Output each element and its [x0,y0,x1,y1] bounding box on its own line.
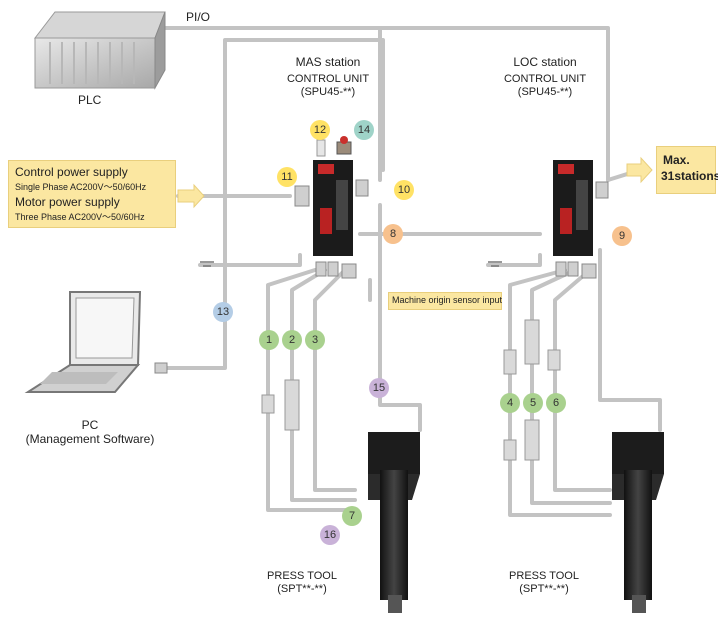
pc-label-line1: PC [81,418,99,432]
control-power-sub: Single Phase AC200V～50/60Hz [15,182,147,192]
max-label-line1: Max. [663,153,690,167]
loc-out-connector [595,181,609,199]
mas-control-unit-label: CONTROL UNIT [286,73,370,85]
plc-unit [33,11,166,90]
origin-sensor-callout: Machine origin sensor input [388,292,502,310]
mas-connector-c [341,263,357,279]
inline-connector-4 [503,349,517,375]
press-tool-1-title: PRESS TOOL [267,570,337,582]
badge-14: 14 [354,120,374,140]
press-tool-1-model: (SPT**-**) [277,583,327,595]
badge-7: 7 [342,506,362,526]
motor-power-sub: Three Phase AC200V～50/60Hz [15,212,145,222]
loc-model-label: (SPU45-**) [517,86,573,98]
pio-cable [158,26,610,182]
badge-12: 12 [310,120,330,140]
control-power-title: Control power supply [15,165,128,179]
sensor-cable [378,203,422,432]
mas-cable-3 [313,268,357,492]
mas-station-title: MAS station [295,55,361,69]
loc-connector-a [555,261,567,277]
press-tool-2 [612,432,664,613]
loc-sensor-cable [598,248,662,432]
inline-connector-2 [284,379,300,431]
arrows [177,156,653,209]
inline-connector-5b [524,419,540,461]
ground-symbols [200,261,502,267]
inline-connector-4b [503,439,517,461]
mas-cable-1 [266,268,357,512]
badge-16: 16 [320,525,340,545]
badge-2: 2 [282,330,302,350]
loc-station-header: LOC station CONTROL UNIT (SPU45-**) [485,55,605,99]
press-tool-2-title: PRESS TOOL [509,570,579,582]
mas-cable-2 [290,268,357,502]
plc-label: PLC [78,93,102,107]
mas-ground-wire [198,253,302,267]
pio-label: PI/O [186,10,211,24]
inline-connector-5 [524,319,540,365]
fuse-item [316,139,326,157]
mas-station-header: MAS station CONTROL UNIT (SPU45-**) [268,55,388,99]
origin-sensor-label: Machine origin sensor input [392,295,503,305]
badge-15: 15 [369,378,389,398]
mas-connector-a [315,261,327,277]
max-arrow [626,156,653,184]
loc-cable-1 [508,268,612,517]
mas-pio-connector [355,179,369,197]
press-tool-2-model: (SPT**-**) [519,583,569,595]
power-arrow [177,183,205,209]
press-tool-2-label: PRESS TOOL (SPT**-**) [494,570,594,596]
max-stations-callout: Max. 31stations [656,146,718,194]
pc-label-line2: (Management Software) [25,432,155,446]
badge-9: 9 [612,226,632,246]
badge-3: 3 [305,330,325,350]
loc-ground-wire [486,253,542,267]
power-supply-callout: Control power supply Single Phase AC200V… [8,160,176,228]
inline-connector-1 [261,394,275,414]
loc-connector-b [567,261,579,277]
badge-11: 11 [277,167,297,187]
badge-13: 13 [213,302,233,322]
badge-8: 8 [383,224,403,244]
badge-10: 10 [394,180,414,200]
brake-item [336,136,352,155]
badge-5: 5 [523,393,543,413]
max-label-line2: 31stations [661,169,718,183]
pc-link-cable [158,38,385,370]
loc-station-title: LOC station [513,55,577,69]
badge-4: 4 [500,393,520,413]
pc-plug [154,362,168,374]
badge-1: 1 [259,330,279,350]
mas-connector-b [327,261,339,277]
laptop [24,291,142,393]
mas-power-connector [294,185,310,207]
mas-model-label: (SPU45-**) [300,86,356,98]
loc-control-unit-label: CONTROL UNIT [503,73,587,85]
pc-label: PC (Management Software) [20,418,160,446]
loc-control-unit [553,160,593,256]
press-tool-1 [368,432,420,613]
mas-control-unit [313,160,353,256]
press-tool-1-label: PRESS TOOL (SPT**-**) [252,570,352,596]
motor-power-title: Motor power supply [15,195,120,209]
inline-connector-6 [547,349,561,371]
badge-6: 6 [546,393,566,413]
loc-connector-c [581,263,597,279]
